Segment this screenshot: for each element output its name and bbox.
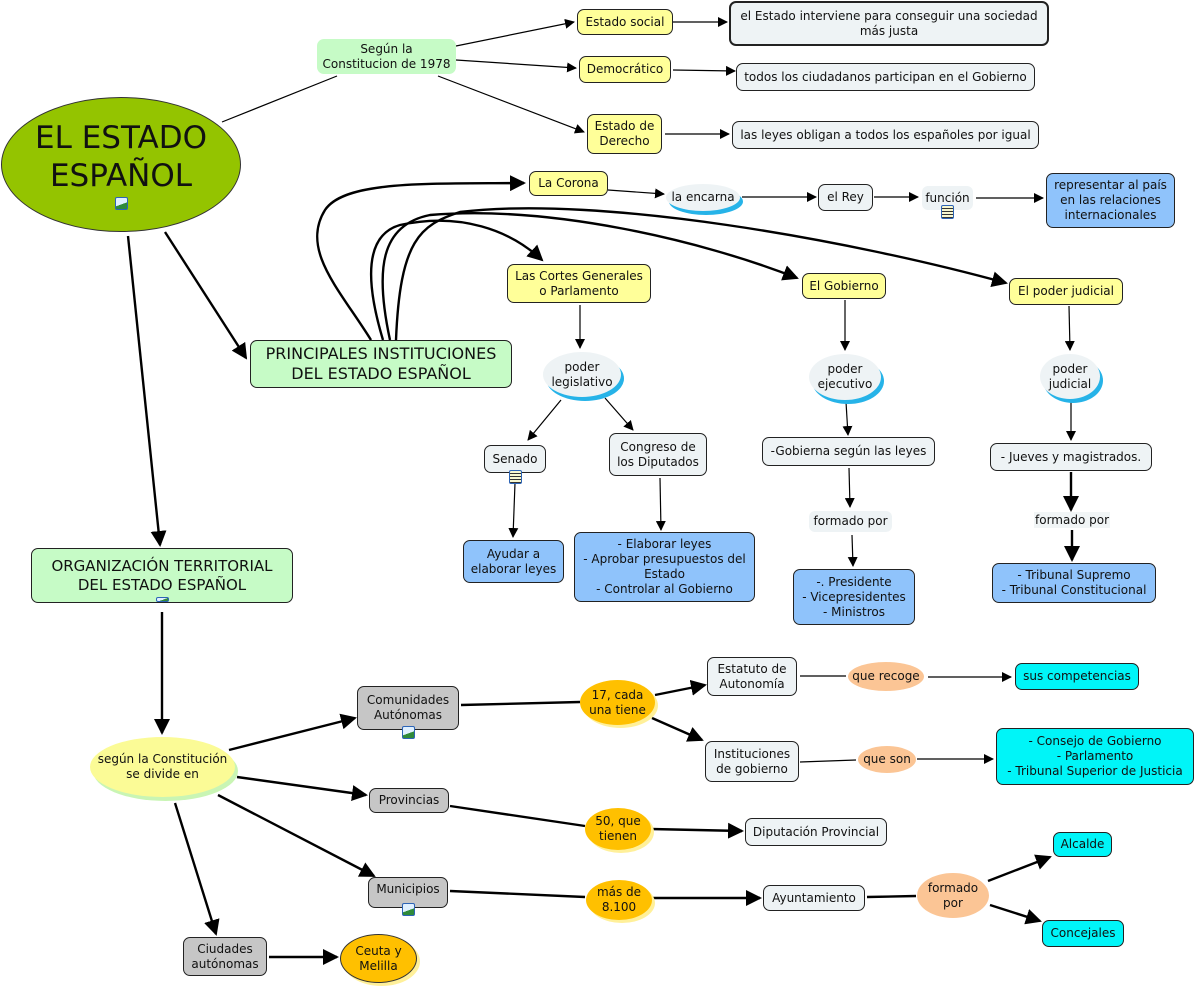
link-formado-miembros — [847, 534, 858, 567]
link-root-segun — [221, 75, 338, 123]
ceuta-melilla-node[interactable]: Ceuta y Melilla — [340, 934, 417, 983]
cincuenta-linking-phrase[interactable]: 50, que tienen — [585, 808, 651, 850]
ayuntamiento-node[interactable]: Ayuntamiento — [763, 885, 865, 911]
senado-label: Senado — [492, 451, 538, 466]
senado-desc-node[interactable]: Ayudar a elaborar leyes — [463, 540, 564, 583]
formado-por-linking-phrase-3[interactable]: formado por — [917, 873, 989, 918]
link-segun-derecho — [437, 75, 585, 134]
concejales-node[interactable]: Concejales — [1042, 920, 1124, 947]
estado-social-node[interactable]: Estado social — [577, 9, 673, 35]
que-recoge-linking-phrase[interactable]: que recoge — [848, 662, 924, 691]
link-divide-municipios — [217, 793, 376, 878]
alcalde-node[interactable]: Alcalde — [1053, 832, 1112, 857]
image-resource-icon[interactable] — [114, 197, 128, 210]
link-ejecutivo-gobierna — [842, 401, 853, 436]
link-50-diputacion — [650, 822, 744, 839]
senado-node[interactable]: Senado — [484, 445, 546, 484]
comunidades-label: Comunidades Autónomas — [366, 693, 450, 722]
diputacion-node[interactable]: Diputación Provincial — [745, 818, 887, 846]
inst-gobierno-node[interactable]: Instituciones de gobierno — [705, 741, 799, 782]
link-gobierna-formado — [844, 467, 855, 508]
link-inst-queson — [799, 759, 857, 763]
image-resource-icon[interactable] — [155, 597, 169, 602]
gobierna-node[interactable]: -Gobierna según las leyes — [762, 437, 935, 466]
link-divide-comunidades — [228, 713, 357, 752]
link-congreso-desc — [655, 477, 666, 531]
link-root-organizacion — [126, 235, 167, 547]
link-senado-desc — [508, 482, 519, 538]
link-legislativo-congreso — [604, 397, 634, 431]
estado-derecho-node[interactable]: Estado de Derecho — [587, 114, 662, 154]
link-segun-social — [455, 18, 575, 47]
link-inst-cortes — [369, 219, 544, 341]
congreso-desc-node[interactable]: - Elaborar leyes - Aprobar presupuestos … — [574, 532, 755, 602]
municipios-node[interactable]: Municipios — [368, 877, 448, 916]
link-formado-concejales — [989, 903, 1042, 925]
la-corona-node[interactable]: La Corona — [529, 171, 608, 196]
organizacion-label: ORGANIZACIÓN TERRITORIAL DEL ESTADO ESPA… — [51, 557, 273, 594]
instituciones-node[interactable]: PRINCIPALES INSTITUCIONES DEL ESTADO ESP… — [250, 340, 512, 388]
inst-lista-node[interactable]: - Consejo de Gobierno - Parlamento - Tri… — [996, 728, 1194, 785]
formado-por-linking-phrase-2[interactable]: formado por — [1034, 512, 1110, 528]
democratico-node[interactable]: Democrático — [579, 56, 671, 83]
la-encarna-linking-phrase[interactable]: la encarna — [666, 184, 740, 211]
funcion-desc-node[interactable]: representar al país en las relaciones in… — [1046, 173, 1175, 228]
poder-judicial-linking-phrase[interactable]: poder judicial — [1040, 354, 1100, 399]
poder-legislativo-linking-phrase[interactable]: poder legislativo — [543, 352, 621, 397]
link-democratico-desc — [672, 65, 736, 76]
provincias-node[interactable]: Provincias — [369, 788, 449, 813]
link-inst-judicial — [394, 207, 1008, 341]
funcion-label: función — [925, 190, 970, 205]
organizacion-node[interactable]: ORGANIZACIÓN TERRITORIAL DEL ESTADO ESPA… — [31, 548, 293, 603]
jueces-node[interactable]: - Jueves y magistrados. — [990, 443, 1152, 471]
link-municipios-masde — [449, 889, 586, 899]
el-rey-node[interactable]: el Rey — [818, 184, 873, 211]
link-divide-ciudades — [173, 802, 220, 936]
mas-de-linking-phrase[interactable]: más de 8.100 — [586, 880, 652, 920]
document-resource-icon[interactable] — [508, 470, 522, 484]
segun-constitucion-node[interactable]: Según la Constitucion de 1978 — [317, 39, 456, 74]
link-17-instituciones — [651, 716, 704, 742]
link-provincias-50 — [449, 804, 586, 828]
estado-derecho-desc-node[interactable]: las leyes obligan a todos los españoles … — [732, 121, 1039, 149]
link-formado-alcalde — [987, 854, 1052, 883]
funcion-linking-phrase[interactable]: función — [922, 186, 973, 219]
que-son-linking-phrase[interactable]: que son — [858, 746, 916, 773]
document-resource-icon[interactable] — [941, 205, 954, 219]
link-divide-provincias — [236, 775, 368, 801]
gobierno-node[interactable]: El Gobierno — [802, 273, 886, 299]
link-17-estatuto — [654, 679, 707, 697]
link-inst-corona — [315, 175, 526, 341]
poder-judicial-inst-node[interactable]: El poder judicial — [1009, 278, 1123, 305]
link-judicial-poder — [1064, 305, 1075, 351]
link-ayunt-formado — [866, 894, 917, 899]
link-comunidades-17 — [460, 700, 581, 707]
image-resource-icon[interactable] — [401, 726, 415, 739]
cortes-node[interactable]: Las Cortes Generales o Parlamento — [507, 264, 651, 303]
link-segun-democratico — [455, 59, 577, 73]
congreso-node[interactable]: Congreso de los Diputados — [609, 433, 707, 476]
link-inst-gobierno — [381, 212, 799, 341]
estatuto-node[interactable]: Estatuto de Autonomía — [707, 657, 797, 696]
municipios-label: Municipios — [376, 882, 440, 896]
tribunales-node[interactable]: - Tribunal Supremo - Tribunal Constituci… — [992, 563, 1156, 603]
ciudades-node[interactable]: Ciudades autónomas — [183, 937, 267, 976]
comunidades-node[interactable]: Comunidades Autónomas — [357, 686, 459, 739]
image-resource-icon[interactable] — [401, 903, 415, 916]
ejecutivo-miembros-node[interactable]: -. Presidente - Vicepresidentes - Minist… — [793, 569, 915, 625]
competencias-node[interactable]: sus competencias — [1015, 663, 1139, 690]
democratico-desc-node[interactable]: todos los ciudadanos participan en el Go… — [736, 63, 1035, 91]
se-divide-linking-phrase[interactable]: según la Constitución se divide en — [90, 737, 235, 797]
diecisiete-linking-phrase[interactable]: 17, cada una tiene — [580, 680, 655, 725]
poder-ejecutivo-linking-phrase[interactable]: poder ejecutivo — [809, 354, 881, 400]
root-label: EL ESTADO ESPAÑOL — [35, 120, 207, 194]
link-corona-encarna — [607, 188, 665, 199]
formado-por-linking-phrase-1[interactable]: formado por — [809, 511, 892, 532]
link-root-instituciones — [163, 231, 248, 360]
link-legislativo-senado — [527, 399, 562, 441]
estado-social-desc-node[interactable]: el Estado interviene para conseguir una … — [729, 1, 1049, 46]
root-concept[interactable]: EL ESTADO ESPAÑOL — [1, 97, 241, 232]
